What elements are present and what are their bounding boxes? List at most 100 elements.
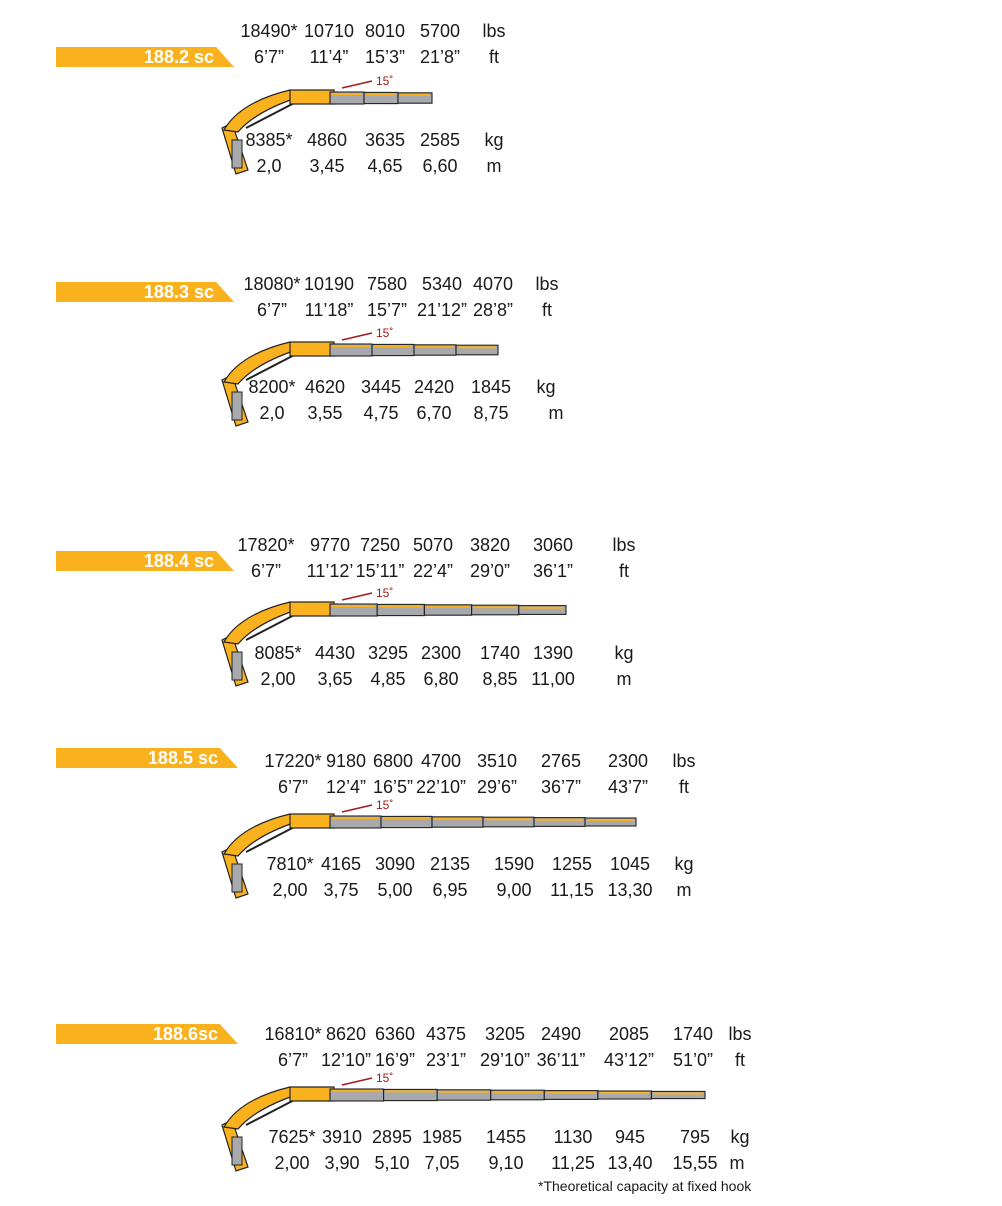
value-cell: 11,15 [550,880,594,900]
value-cell: 3,65 [317,669,353,689]
value-cell: 36’11” [536,1050,586,1070]
value-cell: 3635 [364,130,406,150]
angle-label: 15˚ [376,798,393,812]
value-cell: 4620 [304,377,346,397]
value-cell: 7625* [268,1127,316,1147]
value-cell: 11’4” [309,47,349,67]
model-tag: 188.6sc [56,1024,238,1044]
value-cell: 2585 [419,130,461,150]
value-cell: 22’10” [415,777,467,797]
unit-label: ft [488,47,500,67]
value-cell: 2085 [608,1024,650,1044]
crane-arm-cylinder [245,351,301,381]
angle-label: 15˚ [376,586,393,600]
unit-label: ft [541,300,553,320]
value-cell: 15’3” [364,47,406,67]
boom-base [289,1086,335,1102]
value-cell: 7810* [266,854,314,874]
value-cell: 2765 [540,751,582,771]
model-tag: 188.3 sc [56,282,234,302]
crane-main-arm [223,813,297,857]
value-cell: 3445 [360,377,402,397]
crane-cylinder [231,1136,243,1166]
crane-cylinder [231,863,243,893]
angle-line [341,80,373,89]
value-cell: 4700 [420,751,462,771]
value-cell: 2,0 [256,156,282,176]
unit-label: m [729,1153,745,1173]
value-cell: 5340 [421,274,463,294]
value-cell: 43’12” [603,1050,655,1070]
value-cell: 1740 [479,643,521,663]
value-cell: 12’10” [320,1050,372,1070]
value-cell: 6’7” [277,1050,309,1070]
crane-main-arm [223,1086,297,1130]
value-cell: 5070 [412,535,454,555]
value-cell: 9,10 [488,1153,524,1173]
crane-main-arm [223,341,297,385]
angle-line [341,332,373,341]
boom-extension [455,344,499,356]
value-cell: 1985 [421,1127,463,1147]
value-cell: 12’4” [325,777,367,797]
value-cell: 1845 [470,377,512,397]
value-cell: 17820* [237,535,295,555]
unit-label: lbs [672,751,696,771]
value-cell: 2300 [607,751,649,771]
unit-label: kg [484,130,504,150]
value-cell: 6360 [374,1024,416,1044]
value-cell: 5,10 [374,1153,410,1173]
value-cell: 945 [614,1127,646,1147]
value-cell: 15,55 [672,1153,718,1173]
value-cell: 36’7” [540,777,582,797]
angle-label: 15˚ [376,326,393,340]
value-cell: 4070 [472,274,514,294]
value-cell: 2,00 [272,880,308,900]
value-cell: 1130 [553,1127,593,1147]
value-cell: 21’12” [416,300,468,320]
value-cell: 11,00 [531,669,575,689]
value-cell: 5,00 [377,880,413,900]
value-cell: 9770 [309,535,351,555]
value-cell: 4430 [314,643,356,663]
unit-label: ft [734,1050,746,1070]
crane-diagram: 15˚ [221,74,433,175]
crane-main-arm [223,89,297,133]
crane-cylinder [231,391,243,421]
model-tag: 188.4 sc [56,551,234,571]
value-cell: 2,00 [274,1153,310,1173]
value-cell: 10710 [303,21,355,41]
value-cell: 2135 [429,854,471,874]
value-cell: 6’7” [250,561,282,581]
value-cell: 3,45 [309,156,345,176]
crane-diagram: 15˚ [221,798,637,899]
value-cell: 1740 [672,1024,714,1044]
crane-cylinder [231,651,243,681]
value-cell: 13,30 [607,880,653,900]
angle-line [341,804,373,813]
value-cell: 4,65 [367,156,403,176]
unit-label: lbs [482,21,506,41]
value-cell: 8085* [254,643,302,663]
value-cell: 6800 [372,751,414,771]
unit-label: m [548,403,564,423]
value-cell: 51’0” [672,1050,714,1070]
value-cell: 9,00 [496,880,532,900]
boom-base [289,89,335,105]
angle-label: 15˚ [376,74,393,88]
value-cell: 4,85 [370,669,406,689]
unit-label: lbs [728,1024,752,1044]
crane-main-arm [223,601,297,645]
value-cell: 15’7” [366,300,408,320]
value-cell: 2,0 [259,403,285,423]
value-cell: 11’18” [304,300,354,320]
value-cell: 13,40 [607,1153,653,1173]
angle-label: 15˚ [376,1071,393,1085]
crane-arm-cylinder [245,611,301,641]
value-cell: 36’1” [532,561,574,581]
value-cell: 29’6” [476,777,518,797]
value-cell: 3,55 [307,403,343,423]
value-cell: 10190 [303,274,355,294]
value-cell: 1390 [532,643,574,663]
unit-label: m [676,880,692,900]
